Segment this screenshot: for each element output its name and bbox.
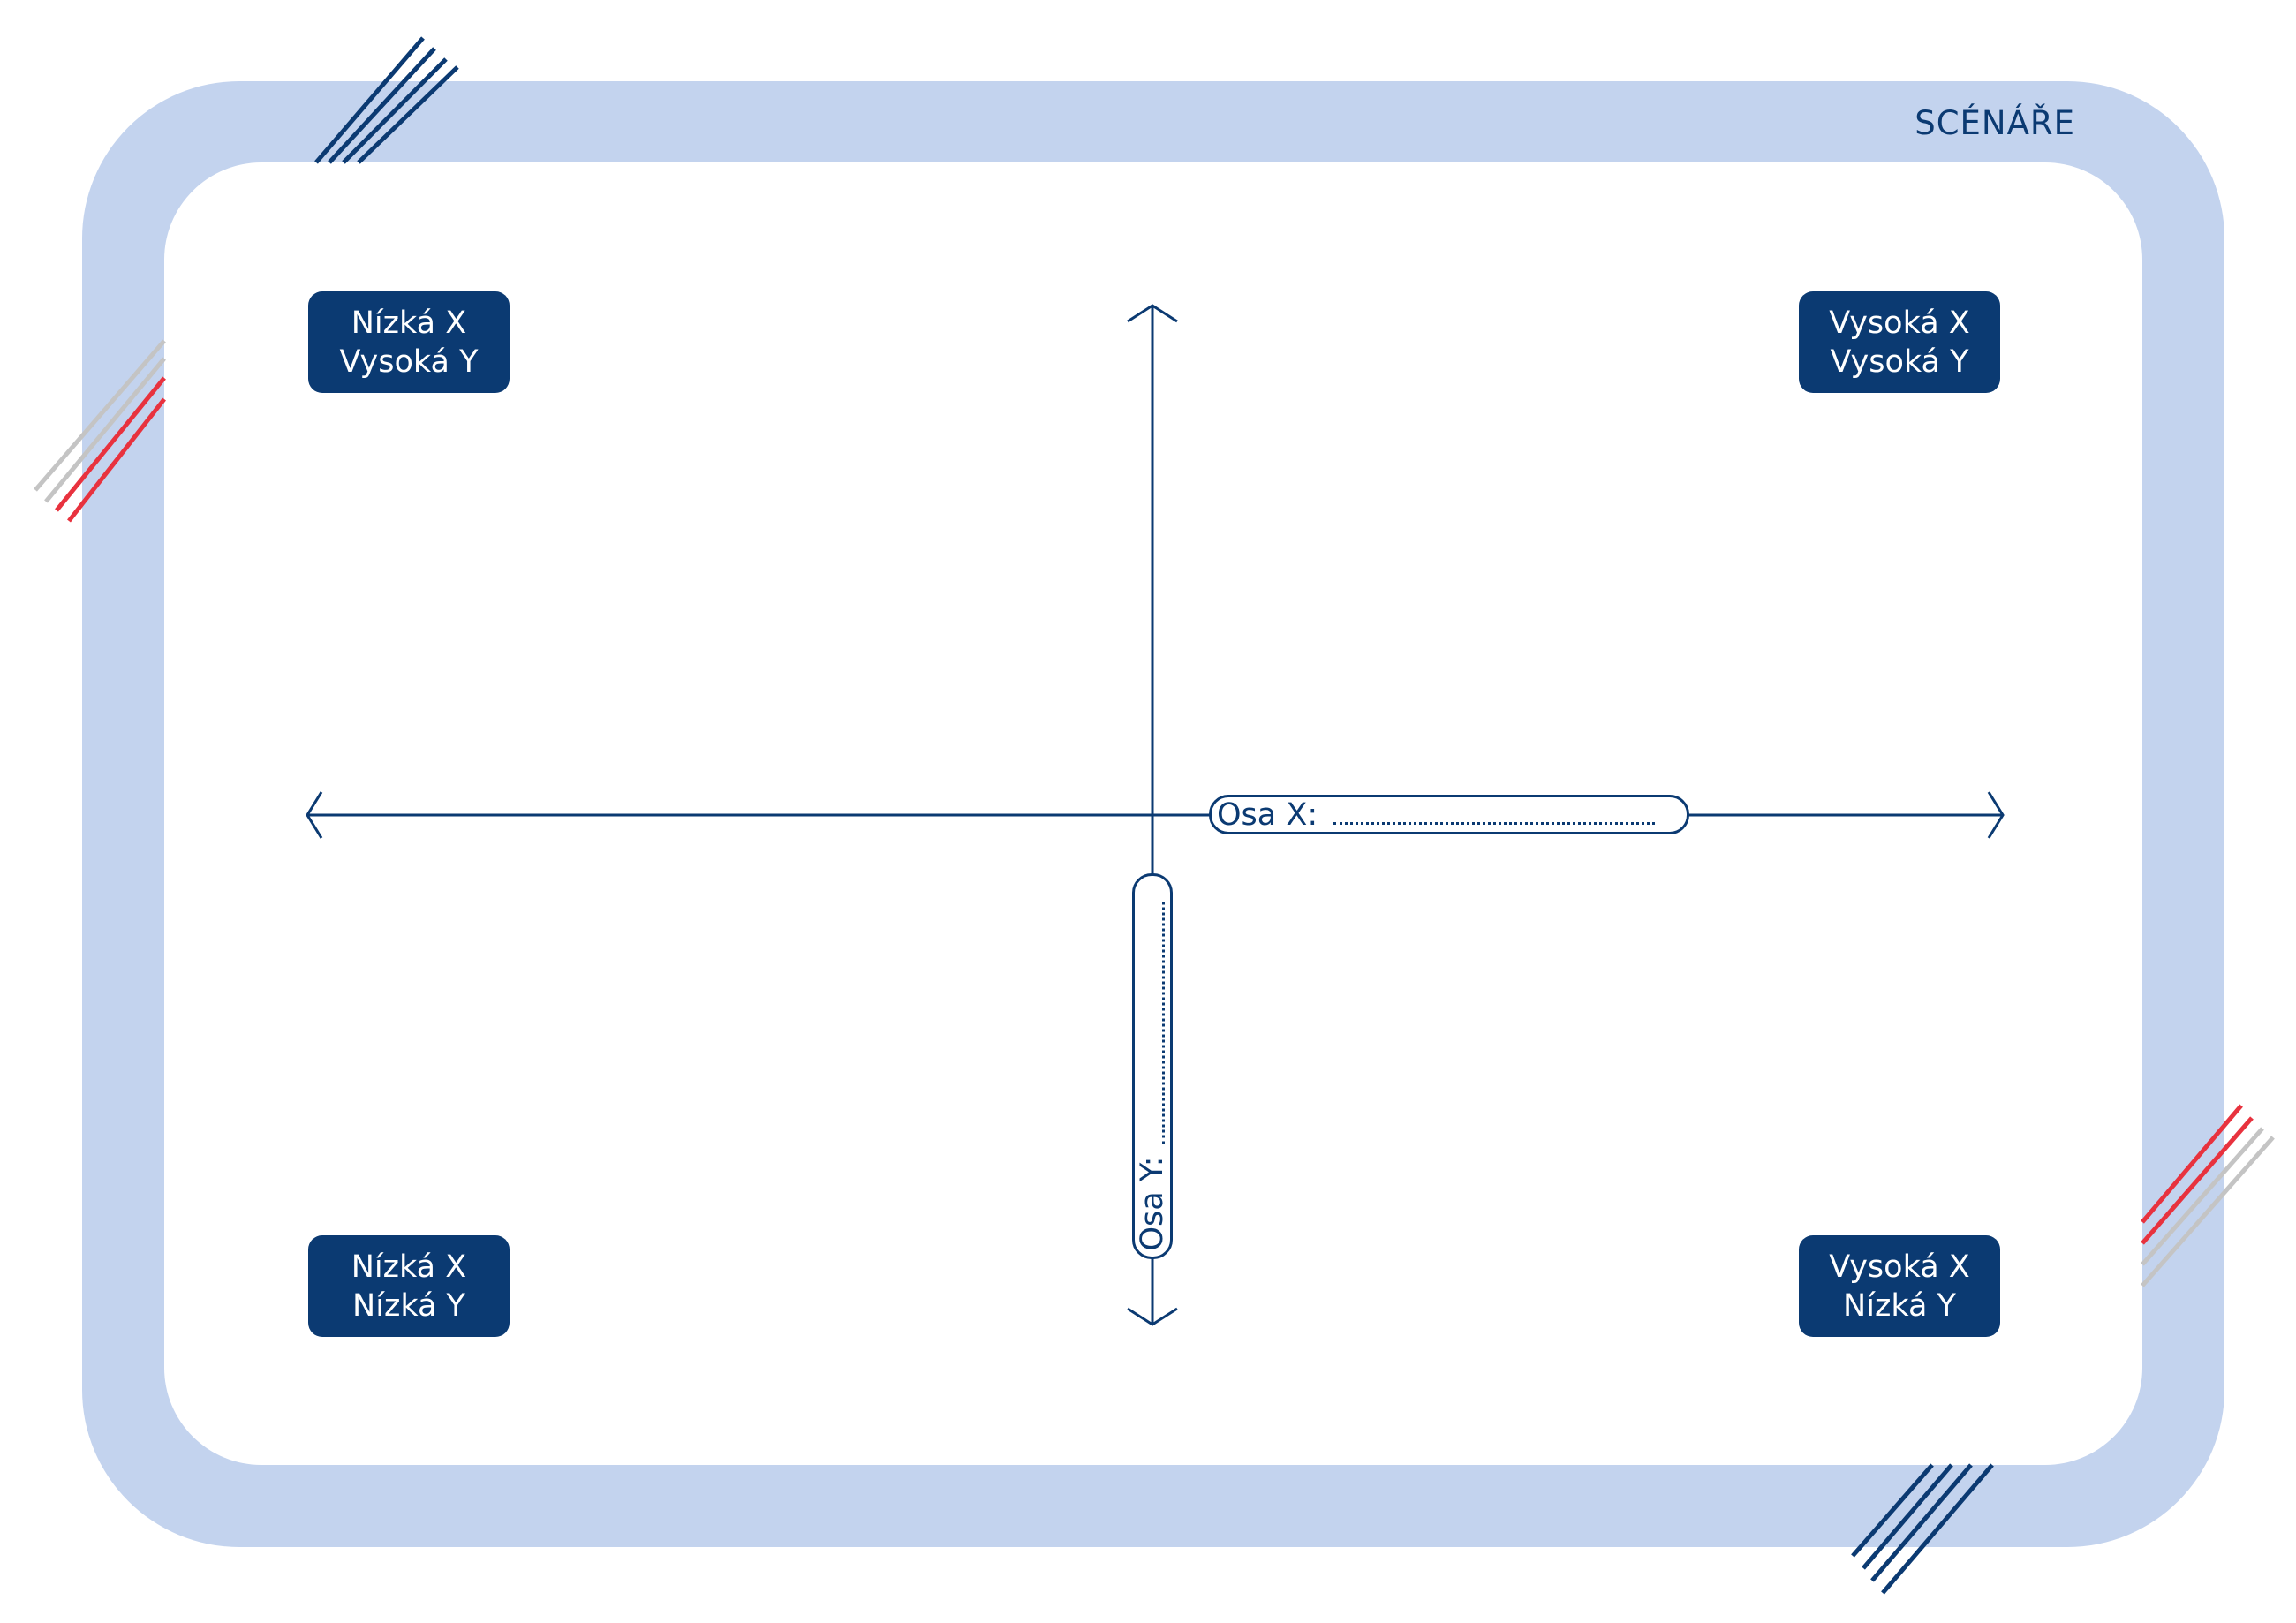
y-axis-label: Osa Y: [1135,1156,1170,1250]
y-axis-name-field[interactable]: Osa Y: [1132,873,1173,1259]
quadrant-low-x-high-y: Nízká X Vysoká Y [308,291,510,393]
quadrant-x-level: Nízká X [351,1249,467,1285]
quadrant-low-x-low-y: Nízká X Nízká Y [308,1235,510,1337]
quadrant-x-level: Vysoká X [1829,1249,1970,1285]
stripes-top-left-decoration [314,36,459,164]
x-axis-label: Osa X: [1217,796,1318,833]
x-axis [306,791,2005,839]
quadrant-y-level: Vysoká Y [1830,343,1969,380]
quadrant-y-level: Vysoká Y [339,343,479,380]
quadrant-high-x-high-y: Vysoká X Vysoká Y [1799,291,2000,393]
x-axis-name-field[interactable]: Osa X: [1209,795,1689,834]
y-axis-fill-line[interactable] [1151,902,1165,1144]
y-axis-field-content: Osa Y: [1135,879,1170,1254]
stripes-left-decoration [34,339,166,523]
x-axis-fill-line[interactable] [1333,812,1655,825]
stripes-bottom-right-decoration [1851,1463,1994,1595]
quadrant-x-level: Vysoká X [1829,305,1970,341]
quadrant-y-level: Nízká Y [1843,1287,1956,1324]
section-label: SCÉNÁŘE [1915,104,2075,142]
quadrant-y-level: Nízká Y [352,1287,465,1324]
stripes-right-decoration [2141,1104,2275,1287]
quadrant-high-x-low-y: Vysoká X Nízká Y [1799,1235,2000,1337]
quadrant-x-level: Nízká X [351,305,467,341]
